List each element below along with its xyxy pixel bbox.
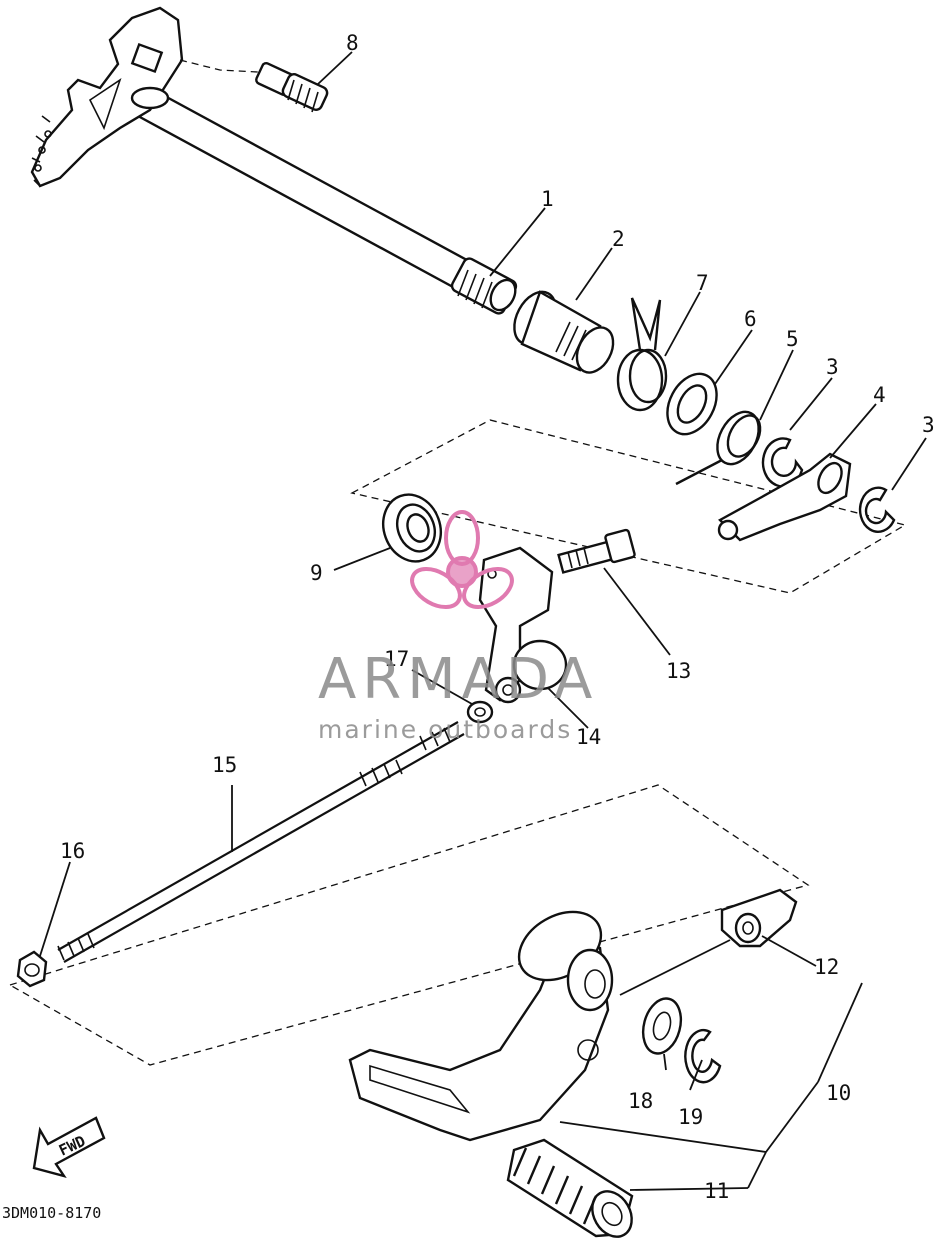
shift-pedal	[348, 910, 614, 1142]
callout-11: 11	[704, 1179, 729, 1203]
callout-16: 16	[60, 839, 85, 863]
circlip-right	[858, 486, 896, 533]
watermark-brand: ARMADA	[318, 647, 598, 712]
bolt	[557, 528, 636, 574]
stud-bolt	[179, 59, 329, 113]
shift-rod	[57, 721, 465, 963]
propeller-blade	[462, 566, 514, 609]
callout-8: 8	[346, 31, 359, 55]
shift-arm	[478, 546, 568, 704]
rod-nut	[16, 950, 48, 988]
pedal-circlip	[684, 1028, 722, 1084]
forward-arrow-icon: FWD	[32, 1116, 106, 1178]
rubber-footrest	[506, 1138, 634, 1238]
callout-17: 17	[384, 647, 409, 671]
circlip-upper	[761, 437, 804, 488]
return-spring	[675, 410, 762, 486]
callout-19: 19	[678, 1105, 703, 1129]
propeller-hub	[446, 556, 478, 588]
watermark-tagline: marine outboards	[318, 715, 572, 744]
callout-3-upper: 3	[826, 355, 839, 379]
torsion-spring	[616, 297, 668, 412]
callout-1: 1	[541, 187, 554, 211]
callout-12: 12	[814, 955, 839, 979]
stopper-lever	[717, 452, 852, 542]
callout-3-right: 3	[922, 413, 935, 437]
callout-4: 4	[873, 383, 886, 407]
callout-5: 5	[786, 327, 799, 351]
pedal-washer	[641, 997, 683, 1055]
propeller-blade	[410, 567, 462, 609]
callout-7: 7	[696, 271, 709, 295]
dashed-group-upper	[350, 419, 907, 594]
callout-10: 10	[826, 1081, 851, 1105]
callout-13: 13	[666, 659, 691, 683]
callout-15: 15	[212, 753, 237, 777]
callout-numbers: 1 2 3 3 4 5 6 7 8 9 10 11 12 13 14 15 16…	[60, 31, 935, 1203]
leader-lines	[39, 51, 927, 1191]
shift-shaft	[30, 6, 518, 315]
drawing-code: 3DM010-8170	[2, 1204, 101, 1222]
bearing	[382, 493, 442, 563]
armada-watermark: ARMADA marine outboards	[318, 510, 598, 744]
callout-6: 6	[744, 307, 757, 331]
callout-9: 9	[310, 561, 323, 585]
rod-end-joint	[720, 888, 798, 948]
callout-2: 2	[612, 227, 625, 251]
callout-18: 18	[628, 1089, 653, 1113]
washer	[666, 372, 718, 436]
callout-14: 14	[576, 725, 601, 749]
collar	[513, 290, 615, 374]
dashed-group-lower	[8, 784, 810, 1066]
propeller-logo-icon	[410, 510, 514, 609]
small-nut	[466, 700, 494, 724]
